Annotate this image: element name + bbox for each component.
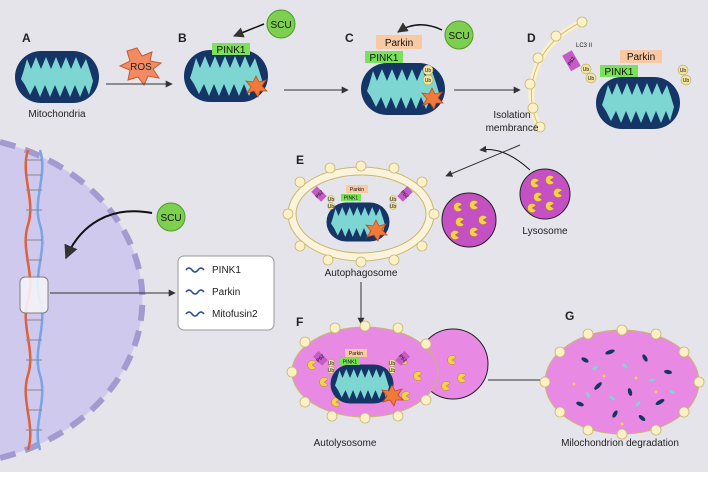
- svg-text:Ub: Ub: [328, 204, 335, 210]
- svg-text:Ub: Ub: [328, 361, 335, 367]
- autophagosome-caption: Autophagosome: [325, 268, 398, 279]
- panel-a-label: A: [22, 31, 31, 45]
- scu-arrow-c: [397, 22, 443, 33]
- debris-fragments: [572, 349, 675, 426]
- svg-text:PINK1: PINK1: [343, 360, 358, 366]
- svg-text:P62: P62: [397, 353, 408, 364]
- mitochondrion-a: [15, 51, 99, 103]
- gene-pink1: PINK1: [212, 265, 241, 276]
- svg-text:Ub: Ub: [425, 68, 432, 74]
- p62-tag-d: P62: [562, 50, 581, 72]
- gene-mitofusin2: Mitofusin2: [212, 309, 258, 320]
- mitochondrion-f: [330, 364, 394, 404]
- scu-nucleus: SCU: [156, 202, 186, 232]
- svg-text:ROS: ROS: [130, 62, 152, 73]
- scu-arrow-b: [233, 23, 265, 38]
- ub-chains-e: Ub Ub Ub Ub: [327, 195, 397, 210]
- parkin-tag-e: Parkin: [346, 185, 368, 193]
- scu-b: SCU: [266, 9, 296, 39]
- panel-f-label: F: [296, 315, 303, 329]
- svg-text:Ub: Ub: [389, 361, 396, 367]
- tags-f: P62 P62 Parkin PINK1 Ub Ub Ub Ub: [312, 349, 411, 374]
- svg-text:PINK1: PINK1: [344, 196, 359, 202]
- dna-helix: [19, 149, 49, 451]
- ub-chain-d: Ub Ub: [580, 63, 597, 84]
- gene-parkin: Parkin: [212, 287, 240, 298]
- svg-text:Ub: Ub: [425, 78, 432, 84]
- svg-text:P62: P62: [315, 353, 326, 364]
- svg-text:Ub: Ub: [328, 197, 335, 203]
- svg-text:PINK1: PINK1: [605, 67, 634, 78]
- pink1-tag-c: PINK1: [365, 51, 403, 64]
- svg-text:P62: P62: [399, 189, 410, 200]
- svg-text:Parkin: Parkin: [350, 187, 364, 193]
- svg-text:PINK1: PINK1: [217, 45, 246, 56]
- gene-box: PINK1 Parkin Mitofusin2: [177, 255, 275, 331]
- ros-burst: ROS: [118, 47, 163, 86]
- scu-c: SCU: [444, 20, 474, 50]
- degradation-vesicle: [539, 324, 705, 440]
- lysosome-e: [441, 192, 497, 248]
- lysosome: [519, 168, 571, 220]
- parkin-tag-c: Parkin: [376, 35, 422, 49]
- svg-text:Ub: Ub: [390, 204, 397, 210]
- ub-chain-c: Ub Ub: [422, 64, 434, 86]
- p62-tags-e: P62 P62: [311, 186, 413, 202]
- isolation-label: Isolation: [493, 110, 530, 121]
- gene-highlight: [19, 276, 49, 314]
- membrance-label: membrance: [486, 123, 539, 134]
- panel-d-label: D: [527, 31, 536, 45]
- svg-text:Ub: Ub: [683, 78, 690, 84]
- mitochondrion-b: [184, 50, 268, 102]
- svg-text:P62: P62: [567, 56, 577, 67]
- svg-text:Parkin: Parkin: [349, 351, 363, 357]
- nucleus: [0, 139, 146, 461]
- svg-text:SCU: SCU: [448, 31, 469, 42]
- lysosome-caption: Lysosome: [522, 226, 568, 237]
- svg-text:SCU: SCU: [160, 213, 181, 224]
- arrow-d-e: [445, 144, 521, 177]
- pink1-tag-e: PINK1: [341, 194, 361, 202]
- svg-text:Parkin: Parkin: [627, 52, 655, 63]
- gene-wave-icon: [185, 267, 205, 273]
- panel-c-label: C: [345, 31, 354, 45]
- svg-text:P62: P62: [314, 189, 325, 200]
- svg-text:Ub: Ub: [328, 368, 335, 374]
- panel-e-label: E: [296, 153, 304, 167]
- degradation-caption: Milochondrion degradation: [561, 438, 679, 449]
- scu-arrow-nucleus: [64, 210, 153, 260]
- svg-text:Ub: Ub: [390, 197, 397, 203]
- panel-b-label: B: [178, 31, 187, 45]
- svg-text:Ub: Ub: [583, 67, 590, 73]
- autolysosome-caption: Autolysosome: [314, 438, 377, 449]
- pink1-tag-d: PINK1: [600, 65, 638, 78]
- panel-g-label: G: [565, 309, 574, 323]
- mitochondria-caption: Mitochondria: [28, 109, 86, 120]
- svg-text:PINK1: PINK1: [370, 53, 399, 64]
- svg-text:Ub: Ub: [680, 68, 687, 74]
- svg-text:Ub: Ub: [389, 368, 396, 374]
- parkin-tag-d: Parkin: [620, 50, 662, 63]
- svg-text:SCU: SCU: [270, 20, 291, 31]
- gene-wave-icon: [185, 289, 205, 295]
- svg-text:Parkin: Parkin: [385, 38, 413, 49]
- mitochondrion-d: [596, 77, 680, 129]
- pink1-tag-b: PINK1: [212, 43, 250, 56]
- ub-chain-d2: Ub Ub: [677, 64, 692, 86]
- gene-wave-icon: [185, 311, 205, 317]
- svg-text:Ub: Ub: [588, 76, 595, 82]
- lc3-label: LC3 II: [576, 43, 592, 49]
